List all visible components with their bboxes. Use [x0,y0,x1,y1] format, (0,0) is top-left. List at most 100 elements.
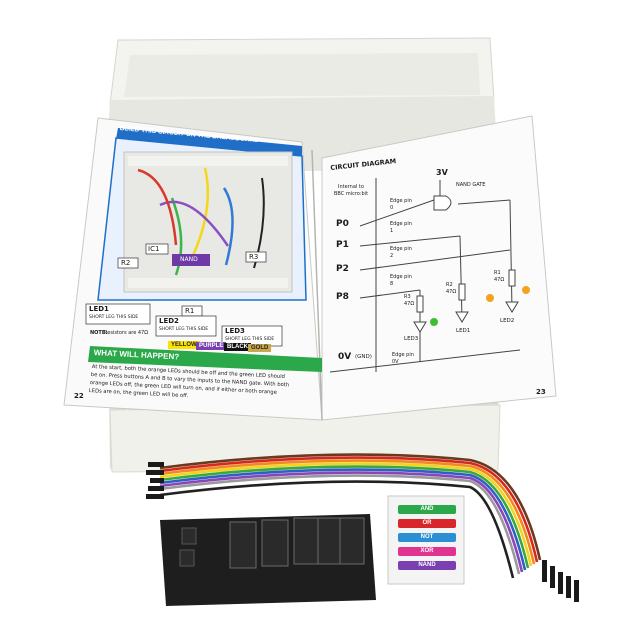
ic-chip-5 [339,517,365,565]
led1-symbol [455,311,469,323]
r3-label: R3 [249,253,259,261]
left-header-bar [116,128,302,157]
sticker-not: NOT [398,533,456,542]
note-text: Resistors are 47Ω [104,330,149,336]
led1-note: SHORT LEG THIS SIDE [89,315,139,320]
pin-p1: P1 [336,240,349,250]
edge-pin-1-b: 1 [390,228,394,234]
jumper-pins-left [146,462,164,499]
transistor-2 [179,549,195,567]
orange-led-dot-1 [486,294,494,302]
r2-label: R2 [121,259,131,267]
ic-chip-4 [317,517,343,565]
ribbon-wire-6 [159,468,527,571]
jumper-pins-right [542,560,579,602]
led2-name: LED2 [159,317,179,325]
edge-pin-8-a: Edge pin [390,274,412,280]
led1-box [85,303,151,325]
supply-label: 3V [436,168,448,177]
edge-pin-0-a: Edge pin [390,198,412,204]
ground-label: 0V [338,352,352,362]
what-will-happen-bar [88,346,322,372]
led2-symbol [505,301,519,313]
wire-p2 [359,249,511,271]
resistor-r2-value: 47Ω [446,289,457,295]
r3-label-box [245,251,267,263]
wire-blue [222,187,234,266]
internal-label-line-1: Internal to [338,184,364,190]
gate-label: NAND GATE [456,182,486,188]
ground-rail [329,349,521,373]
ribbon-cable [159,453,542,579]
chip-black: BLACK [224,343,251,351]
branch-r1 [509,199,513,311]
wire-yellow [188,167,210,263]
resistor-r1 [508,269,516,287]
chip-yellow: YELLOW [168,341,200,349]
booklet-right-page [321,115,557,421]
led3-name: LED3 [225,327,245,335]
r2-label-box [117,257,139,269]
resistor-r3-value: 47Ω [404,301,415,307]
left-page-art [85,128,322,372]
sticker-xor: XOR [398,547,456,556]
led3-note: SHORT LEG THIS SIDE [225,337,275,342]
nand-label: NAND [180,256,198,263]
ic-chip-2 [261,519,289,567]
ic1-label-box [145,243,169,255]
breadboard-rail-top [128,156,288,166]
wire-purple [159,200,230,247]
pin-p2: P2 [336,264,349,274]
ribbon-wire-9 [159,477,518,577]
ribbon-wire-8 [159,474,521,575]
internal-label-line-2: BBC micro:bit [334,191,369,197]
resistor-r2 [458,283,466,301]
led2-box [155,315,217,337]
resistor-r3 [416,295,424,313]
ribbon-wire-2 [159,456,539,563]
ribbon-wire-3 [159,459,536,565]
led1-diagram-label: LED1 [456,328,471,334]
wire-p8 [359,289,421,299]
ground-edge-a: Edge pin [392,352,414,358]
sticker-and: AND [398,505,456,514]
led2-note: SHORT LEG THIS SIDE [159,327,209,332]
edge-pin-0-b: 0 [390,205,394,211]
r1-label: R1 [185,307,195,315]
ribbon-wire-10 [159,480,515,579]
breadboard-rail-bottom [128,278,288,288]
right-page-number: 23 [536,388,546,396]
transistor-1 [181,527,197,545]
nand-output [457,199,511,205]
ground-edge-b: 0V [392,359,399,365]
branch-r2 [459,235,463,321]
sticker-or: OR [398,519,456,528]
led3-symbol [413,321,427,333]
sticker-nand: NAND [398,561,456,570]
booklet-spine [311,149,323,421]
resistor-r2-name: R2 [446,282,453,288]
resistor-r1-name: R1 [494,270,501,276]
left-page-number: 22 [74,392,84,400]
note-label: NOTE: [90,330,108,336]
ribbon-wire-5 [159,465,530,569]
green-led-dot [430,318,438,326]
ribbon-wire-1 [159,453,542,561]
led3-diagram-label: LED3 [404,336,419,342]
box-lid-inner [124,53,480,97]
resistor-r1-value: 47Ω [494,277,505,283]
wire-red [137,168,178,246]
ic-chip-3 [293,517,321,565]
ic1-label: IC1 [148,245,160,253]
nand-gate-symbol [433,195,452,211]
ribbon-wire-7 [159,471,524,573]
chip-purple: PURPLE [196,342,227,350]
ic-foam-pad [160,514,376,606]
edge-pin-2-b: 2 [390,253,394,259]
wire-p0 [359,199,435,227]
pin-p0: P0 [336,219,349,229]
right-page-art [329,178,530,373]
chip-gold: GOLD [248,344,272,352]
edge-pin-1-a: Edge pin [390,221,412,227]
